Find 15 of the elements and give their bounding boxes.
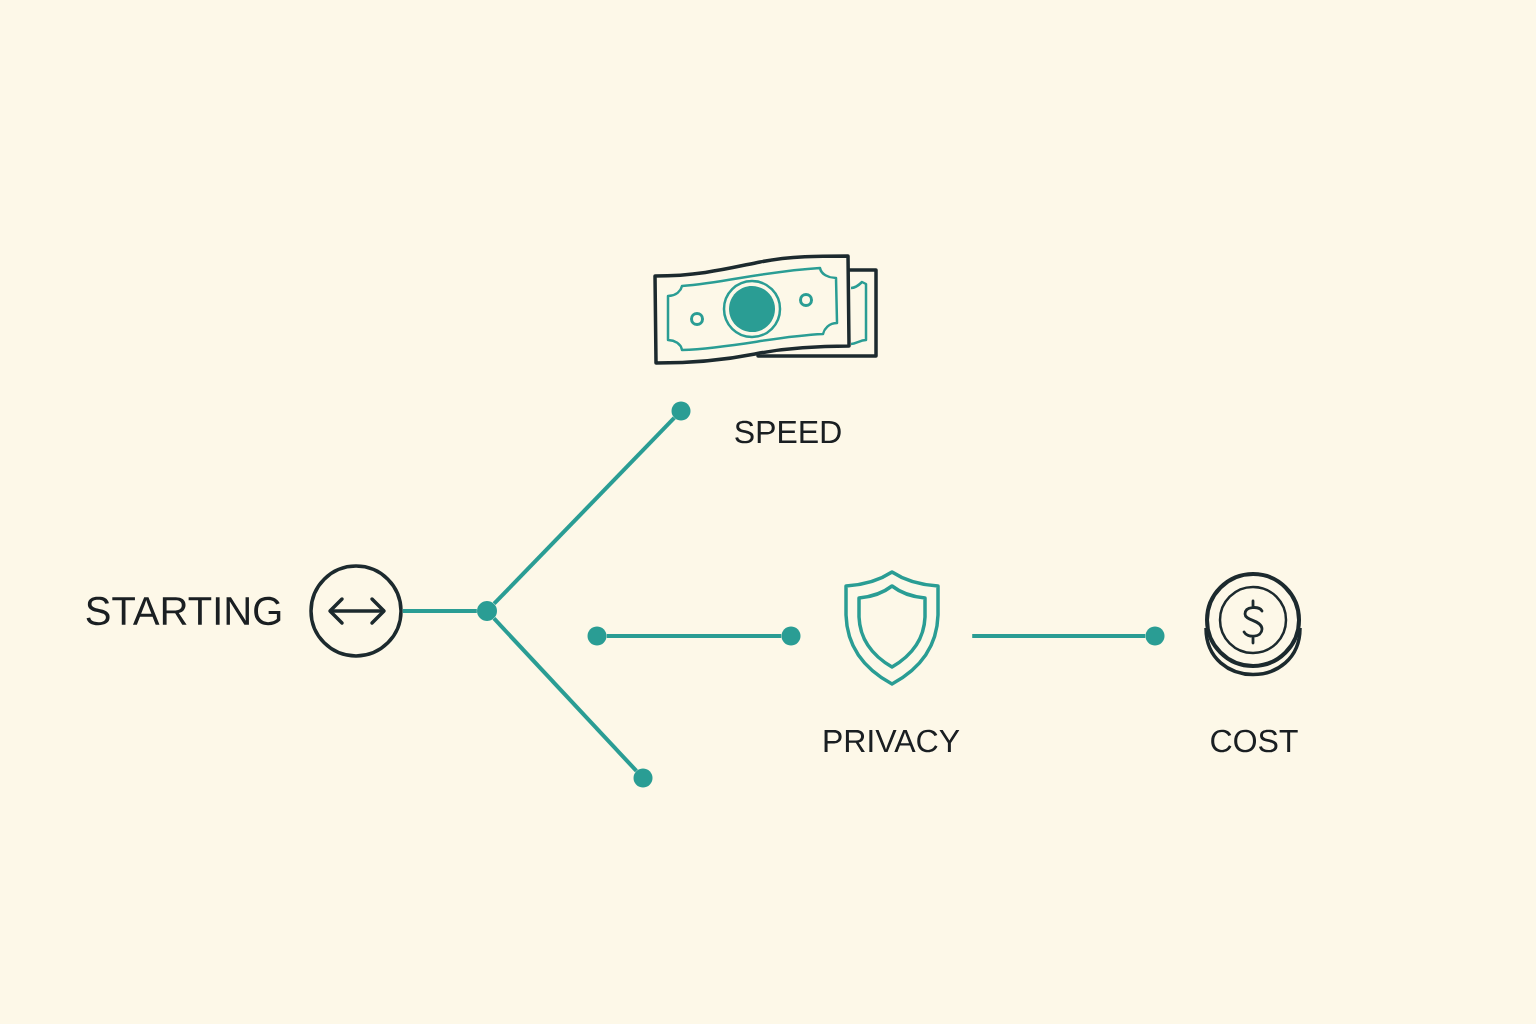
dot	[1145, 626, 1165, 646]
dot	[781, 626, 801, 646]
connector-line	[492, 617, 638, 773]
dot	[587, 626, 607, 646]
connector-line	[606, 634, 782, 638]
dot	[671, 401, 691, 421]
icon-caption: PRIVACY	[824, 729, 960, 753]
icon-caption: STARTING	[86, 596, 281, 626]
connector-line	[402, 609, 477, 613]
connector-line	[492, 416, 676, 606]
dot	[633, 768, 653, 788]
icon-caption: SPEED	[735, 420, 841, 444]
dot	[477, 601, 497, 621]
connector-line	[972, 634, 1146, 638]
icon-caption: COST	[1211, 729, 1298, 753]
